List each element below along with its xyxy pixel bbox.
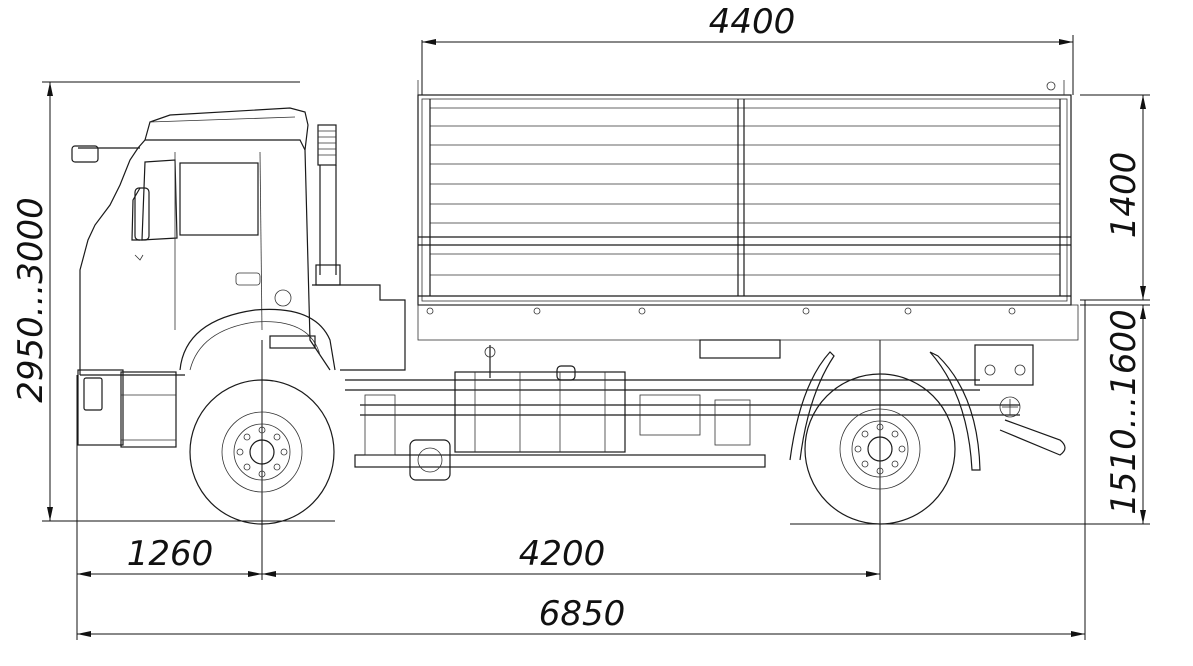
total-height-label: 2950...3000 — [11, 197, 51, 402]
dimension-loading-height: 1510...1600 — [790, 304, 1150, 525]
wheelbase-label: 4200 — [519, 534, 606, 574]
body-length-label: 4400 — [709, 2, 796, 42]
tow-hitch — [974, 344, 1066, 456]
dimension-wheelbase: 4200 — [262, 340, 881, 580]
dimension-total-height: 2950...3000 — [11, 81, 335, 522]
loading-height-label: 1510...1600 — [1104, 309, 1144, 514]
front-bumper — [77, 369, 177, 448]
chassis-frame — [345, 339, 1020, 481]
front-overhang-label: 1260 — [127, 534, 214, 574]
front-wheel — [189, 379, 335, 525]
cargo-body — [417, 80, 1079, 341]
overall-length-label: 6850 — [539, 594, 626, 634]
truck-cab — [71, 107, 336, 376]
exhaust-stack — [312, 124, 406, 371]
rear-wheel — [789, 351, 981, 525]
dimension-body-height: 1400 — [1080, 94, 1150, 301]
dimension-overall-length: 6850 — [77, 300, 1086, 640]
body-height-label: 1400 — [1104, 152, 1144, 239]
dimension-body-length: 4400 — [421, 2, 1074, 95]
